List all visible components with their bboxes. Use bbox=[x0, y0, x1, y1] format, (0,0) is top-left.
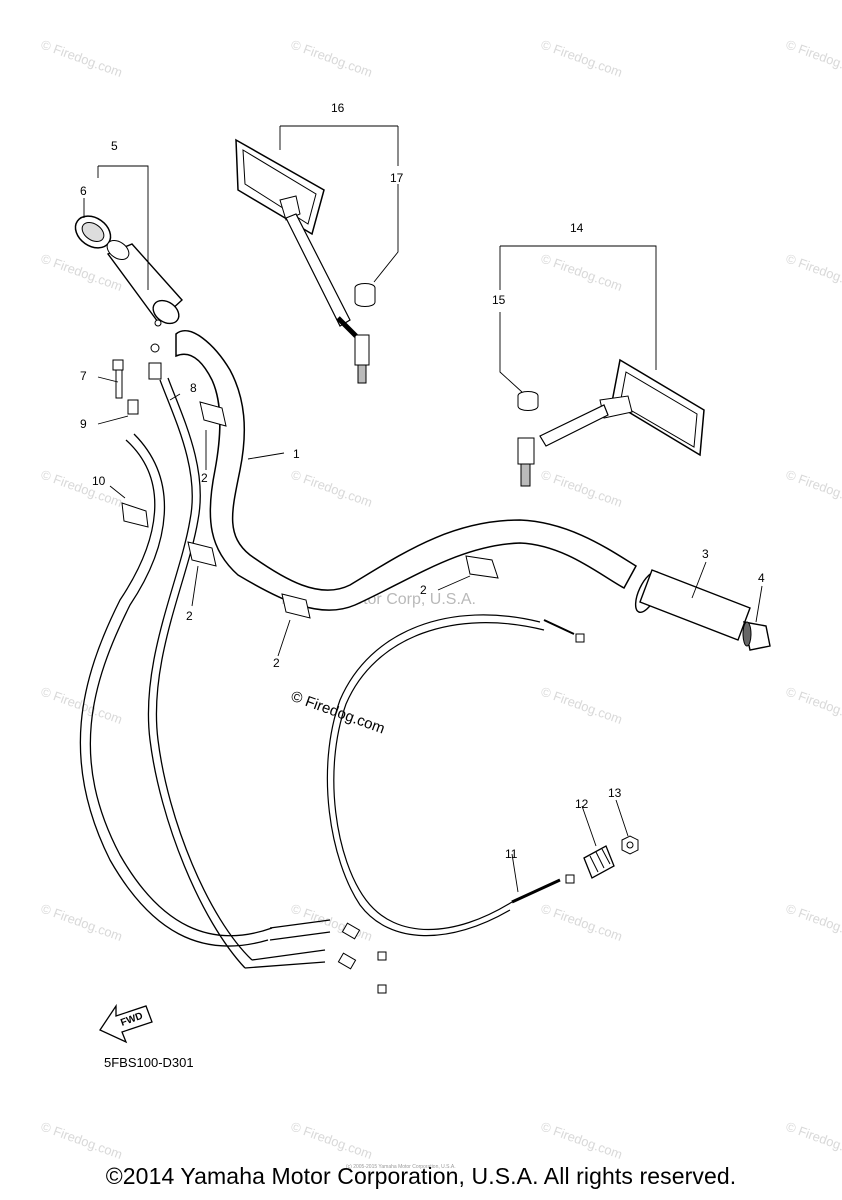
watermark-center-text: © Firedog.com bbox=[289, 688, 387, 738]
cable-clamp bbox=[121, 401, 499, 619]
watermark-text: © Firedog.com bbox=[539, 37, 624, 80]
watermark-text: © Firedog.com bbox=[784, 901, 842, 944]
callout-8: 8 bbox=[190, 381, 197, 395]
watermark-text: © Firedog.com bbox=[784, 467, 842, 510]
callout-1: 1 bbox=[293, 447, 300, 461]
watermark-text: © Firedog.com bbox=[784, 684, 842, 727]
throttle-cables bbox=[79, 377, 331, 969]
callout-2: 2 bbox=[273, 656, 280, 670]
callout-3: 3 bbox=[702, 547, 709, 561]
callout-2: 2 bbox=[201, 471, 208, 485]
fitting-7 bbox=[112, 359, 124, 399]
leader-lines bbox=[83, 125, 763, 893]
mirror-cap-15 bbox=[517, 391, 539, 411]
left-mirror bbox=[235, 138, 370, 384]
callout-17: 17 bbox=[390, 171, 404, 185]
callout-2: 2 bbox=[420, 583, 427, 597]
copyright-notice: ©2014 Yamaha Motor Corporation, U.S.A. A… bbox=[105, 1163, 737, 1189]
callout-14: 14 bbox=[570, 221, 584, 235]
callout-12: 12 bbox=[575, 797, 589, 811]
callout-16: 16 bbox=[331, 101, 345, 115]
callout-6: 6 bbox=[80, 184, 87, 198]
watermark-text: © Firedog.com bbox=[289, 1119, 374, 1162]
callout-9: 9 bbox=[80, 417, 87, 431]
fine-print: (c) 2005-2015 Yamaha Motor Corporation, … bbox=[346, 1164, 456, 1170]
callout-10: 10 bbox=[92, 474, 106, 488]
callout-2: 2 bbox=[186, 609, 193, 623]
fwd-arrow-icon: FWD bbox=[99, 1003, 153, 1044]
watermark-text: © Firedog.com bbox=[784, 37, 842, 80]
handlebar bbox=[175, 329, 637, 611]
watermark-text: © Firedog.com bbox=[39, 1119, 124, 1162]
watermark-text: © Firedog.com bbox=[289, 467, 374, 510]
watermark-text: © Firedog.com bbox=[39, 37, 124, 80]
locknut bbox=[621, 835, 639, 855]
watermark-text: © Firedog.com bbox=[539, 467, 624, 510]
throttle-grip-assembly bbox=[74, 215, 183, 327]
callout-13: 13 bbox=[608, 786, 622, 800]
mirror-cap-17 bbox=[354, 283, 376, 307]
right-grip bbox=[634, 569, 751, 641]
watermark-text: © Firedog.com bbox=[539, 901, 624, 944]
callout-5: 5 bbox=[111, 139, 118, 153]
watermark-text: © Firedog.com bbox=[784, 1119, 842, 1162]
watermark-text: © Firedog.com bbox=[39, 901, 124, 944]
clutch-cable bbox=[326, 614, 575, 937]
watermark-text: © Firedog.com bbox=[289, 37, 374, 80]
right-mirror bbox=[517, 358, 705, 487]
fitting-9 bbox=[127, 399, 139, 415]
callout-7: 7 bbox=[80, 369, 87, 383]
clutch-adjuster bbox=[583, 845, 615, 879]
callout-4: 4 bbox=[758, 571, 765, 585]
diagram-part-code: 5FBS100-D301 bbox=[104, 1055, 194, 1070]
watermark-text: © Firedog.com bbox=[539, 1119, 624, 1162]
callout-11: 11 bbox=[505, 847, 518, 861]
watermark-text: © Firedog.com bbox=[539, 251, 624, 294]
callouts: 1 2 2 2 2 3 4 5 6 7 8 9 10 11 12 13 14 1… bbox=[80, 101, 765, 861]
cable-end-parts bbox=[337, 633, 585, 994]
watermark-text: © Firedog.com bbox=[539, 684, 624, 727]
watermark-text: © Firedog.com bbox=[39, 467, 124, 510]
fitting-8 bbox=[148, 343, 162, 380]
bar-end-weight bbox=[742, 621, 771, 651]
callout-15: 15 bbox=[492, 293, 506, 307]
watermark-text: © Firedog.com bbox=[784, 251, 842, 294]
